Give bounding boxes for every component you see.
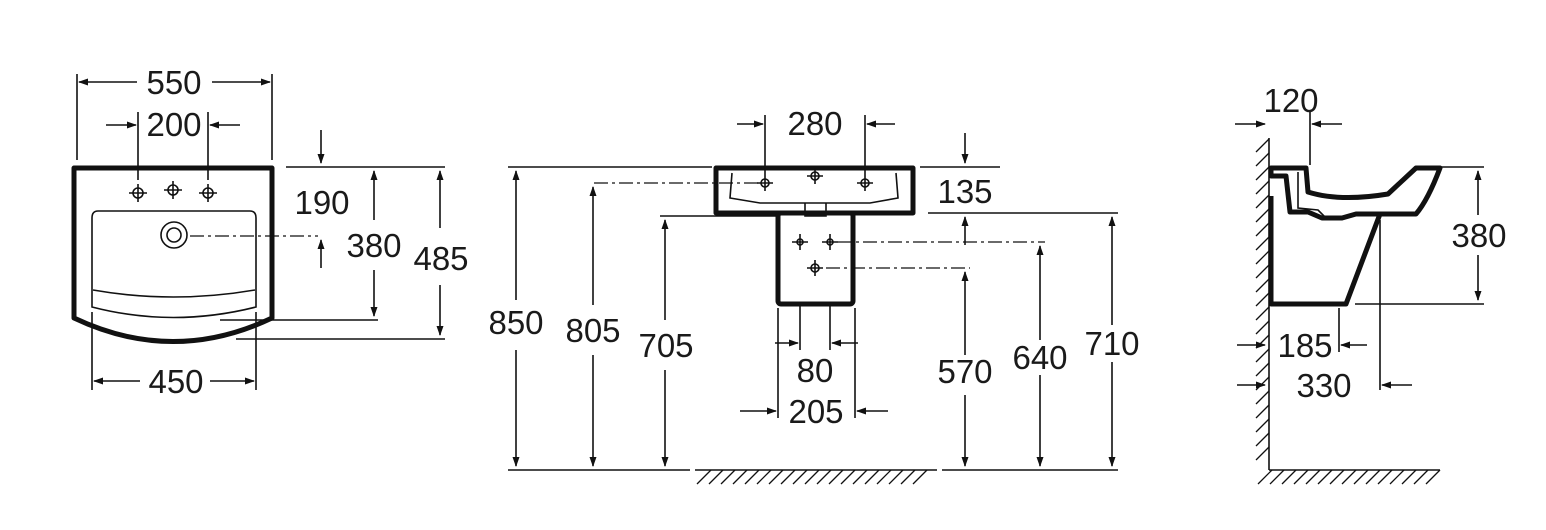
dim-205: 205 bbox=[788, 393, 843, 430]
elevation-view: 280 135 850 805 705 570 640 710 bbox=[488, 105, 1140, 485]
tap-hole bbox=[129, 184, 147, 202]
tap-hole bbox=[199, 184, 217, 202]
dim-135-elevation: 135 bbox=[937, 173, 992, 210]
dim-120: 120 bbox=[1263, 82, 1318, 119]
floor-hatch-profile bbox=[1257, 469, 1441, 485]
dim-705: 705 bbox=[638, 327, 693, 364]
dim-710: 710 bbox=[1084, 325, 1139, 362]
bowl-outline bbox=[91, 210, 257, 319]
tap-hole bbox=[164, 181, 182, 199]
floor-hatch bbox=[695, 469, 937, 485]
front-view: 550 200 190 380 485 450 bbox=[71, 64, 469, 400]
pedestal-elevation bbox=[775, 210, 856, 307]
dim-380-front: 380 bbox=[346, 227, 401, 264]
dim-485: 485 bbox=[413, 240, 468, 277]
dim-640: 640 bbox=[1012, 339, 1067, 376]
profile-view: 120 380 185 330 bbox=[1235, 82, 1507, 485]
dim-200: 200 bbox=[146, 106, 201, 143]
dim-380-profile: 380 bbox=[1451, 217, 1506, 254]
tap-hole bbox=[807, 168, 823, 184]
dim-805: 805 bbox=[565, 312, 620, 349]
dim-280: 280 bbox=[787, 105, 842, 142]
basin-elevation bbox=[713, 165, 916, 216]
dim-330: 330 bbox=[1296, 367, 1351, 404]
pedestal-profile bbox=[1268, 196, 1383, 307]
dim-450: 450 bbox=[148, 363, 203, 400]
dim-850: 850 bbox=[488, 304, 543, 341]
basin-profile bbox=[1268, 165, 1443, 221]
dim-80: 80 bbox=[797, 352, 834, 389]
dim-190: 190 bbox=[294, 184, 349, 221]
wall-hatch bbox=[1255, 138, 1270, 470]
waste-outlet bbox=[160, 221, 188, 249]
tap-hole bbox=[757, 175, 773, 191]
fixing-hole bbox=[807, 260, 823, 276]
tap-hole bbox=[857, 175, 873, 191]
fixing-hole bbox=[822, 234, 838, 250]
dim-570: 570 bbox=[937, 353, 992, 390]
dim-185: 185 bbox=[1277, 327, 1332, 364]
dim-550: 550 bbox=[146, 64, 201, 101]
fixing-hole bbox=[792, 234, 808, 250]
bowl-front-lip bbox=[92, 289, 256, 298]
